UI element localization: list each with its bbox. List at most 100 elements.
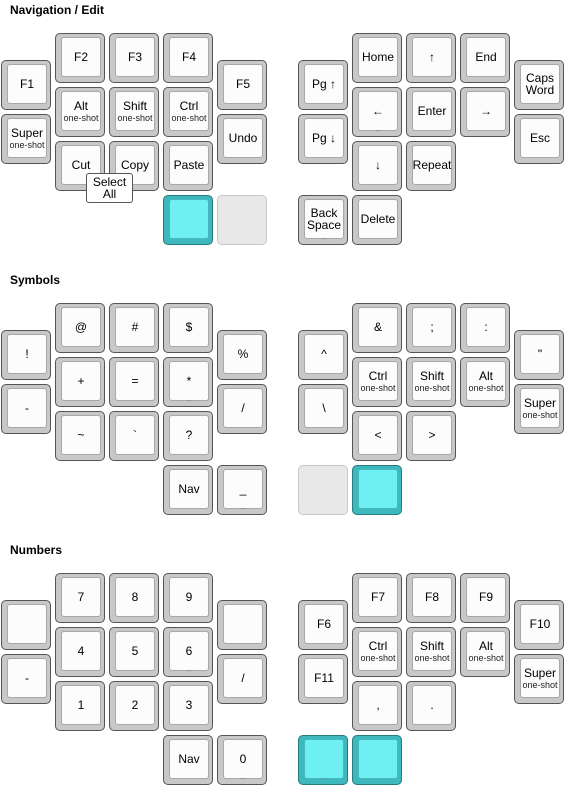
key-label: 8 — [131, 590, 139, 604]
key-label: Super — [10, 125, 44, 140]
key-label: ; — [430, 320, 434, 334]
key-hold-label: one-shot — [414, 382, 450, 393]
key-hold-label: one-shot — [414, 652, 450, 663]
key-cap — [7, 604, 47, 644]
key-cap: End — [466, 37, 506, 77]
key-cap: _ — [304, 739, 344, 779]
key-shifted-label: _ — [186, 391, 192, 401]
key-label: # — [131, 320, 139, 334]
key-label: Pg ↓ — [311, 131, 336, 145]
key-label: Super — [523, 395, 557, 410]
combo-select-all: Select All — [86, 173, 133, 203]
key-cap: ; — [412, 307, 452, 347]
key-label: 4 — [77, 644, 85, 658]
key-cap: @ — [61, 307, 101, 347]
key-cap — [169, 199, 209, 239]
key-cap: F8 — [412, 577, 452, 617]
left-key-r0-c1: F2 — [55, 33, 105, 83]
key-cap: *_ — [169, 361, 209, 401]
left-thumb-key-1: __ — [217, 465, 267, 515]
key-hold-label: one-shot — [63, 112, 99, 123]
key-label: Delete — [360, 212, 396, 226]
key-cap: Pg ↓ — [304, 118, 344, 158]
key-hold-label: one-shot — [522, 679, 558, 690]
right-key-r1-c0: F11 — [298, 654, 348, 704]
key-cap: 6_ — [169, 631, 209, 671]
key-cap: , — [358, 685, 398, 725]
key-label: F7 — [370, 590, 385, 604]
key-label: Back Space — [306, 206, 342, 232]
key-cap: 9 — [169, 577, 209, 617]
right-key-r0-c2: F8 — [406, 573, 456, 623]
key-cap: ←_ — [358, 91, 398, 131]
left-key-r2-c3: ? — [163, 411, 213, 461]
key-label: Alt — [73, 98, 88, 113]
key-label: Undo — [228, 131, 258, 145]
key-label: Ctrl — [368, 368, 388, 383]
key-cap: Delete — [358, 199, 398, 239]
right-key-r1-c2: Enter — [406, 87, 456, 137]
right-key-r0-c0: F6 — [298, 600, 348, 650]
right-key-r0-c3: F9 — [460, 573, 510, 623]
right-key-r0-c4: Caps Word — [514, 60, 564, 110]
key-label: Alt — [478, 368, 493, 383]
left-key-r1-c0: - — [1, 384, 51, 434]
left-key-r1-c1: 4 — [55, 627, 105, 677]
left-key-r1-c4: Undo — [217, 114, 267, 164]
key-hold-label: one-shot — [171, 112, 207, 123]
layer-title: Symbols — [10, 273, 61, 287]
left-key-r2-c1: ~ — [55, 411, 105, 461]
key-cap: Esc — [520, 118, 560, 158]
right-thumb-key-0 — [298, 465, 348, 515]
key-label: Shift — [122, 98, 147, 113]
key-label: * — [186, 374, 192, 388]
key-label: Esc — [529, 131, 550, 145]
right-thumb-key-0: Back Space_ — [298, 195, 348, 245]
left-key-r0-c3: F4 — [163, 33, 213, 83]
key-cap: F7 — [358, 577, 398, 617]
key-cap: & — [358, 307, 398, 347]
key-cap: __ — [223, 469, 263, 509]
right-key-r0-c1: F7 — [352, 573, 402, 623]
layer-title: Navigation / Edit — [10, 3, 105, 17]
right-key-r2-c2: > — [406, 411, 456, 461]
right-key-r2-c1: < — [352, 411, 402, 461]
key-cap: + — [61, 361, 101, 401]
key-label: - — [25, 671, 29, 685]
left-key-r1-c4: / — [217, 384, 267, 434]
key-cap: Nav — [169, 739, 209, 779]
left-thumb-key-0 — [163, 195, 213, 245]
key-label: Shift — [419, 368, 444, 383]
key-cap: 1 — [61, 685, 101, 725]
key-cap: ~ — [61, 415, 101, 455]
key-label: Paste — [173, 158, 205, 172]
key-cap: 5 — [115, 631, 155, 671]
key-label: F3 — [127, 50, 142, 64]
key-cap: Repeat — [412, 145, 452, 185]
key-label: : — [484, 320, 488, 334]
right-key-r0-c1: Home — [352, 33, 402, 83]
key-cap: Nav — [169, 469, 209, 509]
left-key-r0-c3: 9 — [163, 573, 213, 623]
right-key-r1-c1: ←_ — [352, 87, 402, 137]
key-label: Ctrl — [179, 98, 199, 113]
key-label: F1 — [19, 77, 34, 91]
key-label: ` — [133, 428, 137, 442]
key-label: Cut — [71, 158, 91, 172]
left-key-r0-c0 — [1, 600, 51, 650]
key-label: 5 — [131, 644, 139, 658]
key-cap: F3 — [115, 37, 155, 77]
key-hold-label: one-shot — [117, 112, 153, 123]
key-cap: - — [7, 388, 47, 428]
key-cap: 2 — [115, 685, 155, 725]
right-key-r0-c0: Pg ↑ — [298, 60, 348, 110]
key-cap: / — [223, 388, 263, 428]
